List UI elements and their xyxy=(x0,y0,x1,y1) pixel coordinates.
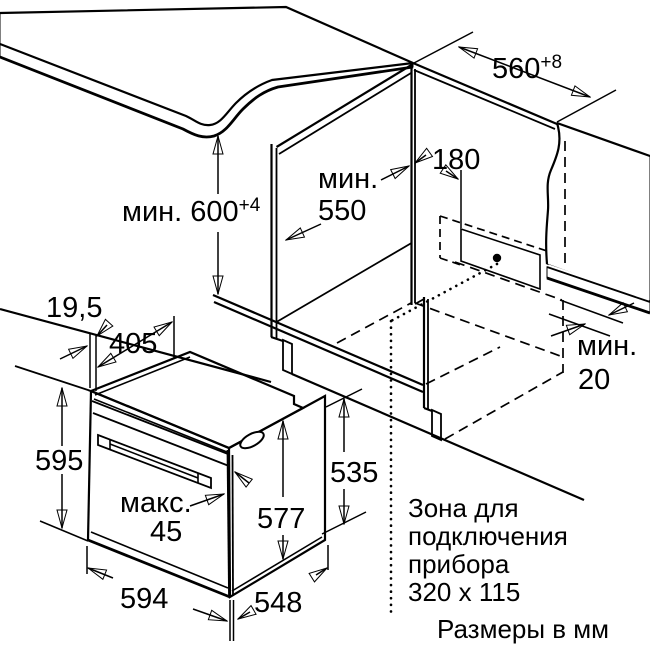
label-side-height: 535 xyxy=(330,457,378,489)
oven-handle xyxy=(97,433,212,490)
dim-front-overhang-19-5: 19,5 xyxy=(46,292,107,391)
dim-oven-width-594: 594 xyxy=(86,546,235,641)
label-inner-height: 577 xyxy=(257,503,305,535)
connection-point-dot xyxy=(492,253,502,263)
label-front-overhang: 19,5 xyxy=(46,292,102,324)
label-niche-depth-prefix: мин. xyxy=(318,163,378,195)
connection-zone xyxy=(439,215,551,291)
label-zone-offset: 180 xyxy=(432,144,480,176)
label-niche-width: 560+8 xyxy=(492,52,562,85)
dim-front-height-595: 595 xyxy=(35,388,89,542)
zone-note-line2: подключения xyxy=(408,521,568,551)
niche-cabinet xyxy=(0,63,585,502)
connection-zone-hatch xyxy=(460,227,541,291)
countertop-edge-band xyxy=(0,43,414,138)
zone-note-line4: 320 x 115 xyxy=(408,577,520,607)
dim-top-depth-405: 405 xyxy=(98,316,175,367)
dim-oven-depth-548: 548 xyxy=(238,545,329,619)
oven xyxy=(86,350,327,599)
label-niche-depth: 550 xyxy=(318,195,366,227)
label-door-max: 45 xyxy=(150,516,182,548)
zone-note-line1: Зона для xyxy=(408,493,519,523)
label-niche-height: мин. 600+4 xyxy=(122,195,261,228)
oven-side-face xyxy=(227,394,327,599)
dim-niche-depth-550: мин. 550 xyxy=(286,163,409,240)
dim-door-max-45: макс. 45 xyxy=(120,472,249,548)
right-wall-panel xyxy=(412,61,650,315)
dim-side-height-535: 535 xyxy=(321,388,378,535)
countertop-band-highlight xyxy=(1,45,413,130)
dim-niche-width-560: 560+8 xyxy=(413,31,617,123)
countertop xyxy=(0,5,415,139)
label-oven-depth: 548 xyxy=(254,587,302,619)
label-rear-gap: 20 xyxy=(578,364,610,396)
side-grip-hole xyxy=(239,430,265,450)
countertop-surface xyxy=(0,6,415,126)
label-oven-width: 594 xyxy=(120,583,168,615)
label-door-max-prefix: макс. xyxy=(120,487,192,519)
hidden-edges xyxy=(336,261,564,440)
label-front-height: 595 xyxy=(35,445,83,477)
zone-note-line3: прибора xyxy=(408,549,510,579)
niche-right-leg xyxy=(431,408,442,442)
connection-zone-reference-line xyxy=(389,262,499,614)
label-top-depth: 405 xyxy=(109,328,157,360)
dim-niche-height-600: мин. 600+4 xyxy=(122,136,261,294)
dim-zone-offset-180: 180 xyxy=(415,144,480,228)
niche-left-leg xyxy=(282,338,293,376)
dim-inner-height-577: 577 xyxy=(257,421,305,559)
dim-rear-gap-20: мин. 20 xyxy=(548,299,637,396)
connection-zone-note: Зона для подключения прибора 320 x 115 xyxy=(408,493,568,607)
label-rear-gap-prefix: мин. xyxy=(577,330,637,362)
units-note: Размеры в мм xyxy=(437,614,609,644)
